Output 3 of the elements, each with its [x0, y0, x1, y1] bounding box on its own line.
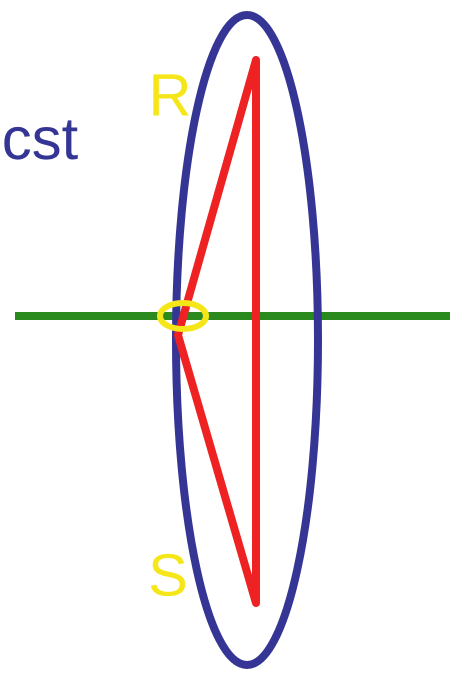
letter-label: cst: [4, 120, 78, 160]
letter-label: S: [150, 554, 186, 596]
letter-label: R: [153, 74, 189, 116]
